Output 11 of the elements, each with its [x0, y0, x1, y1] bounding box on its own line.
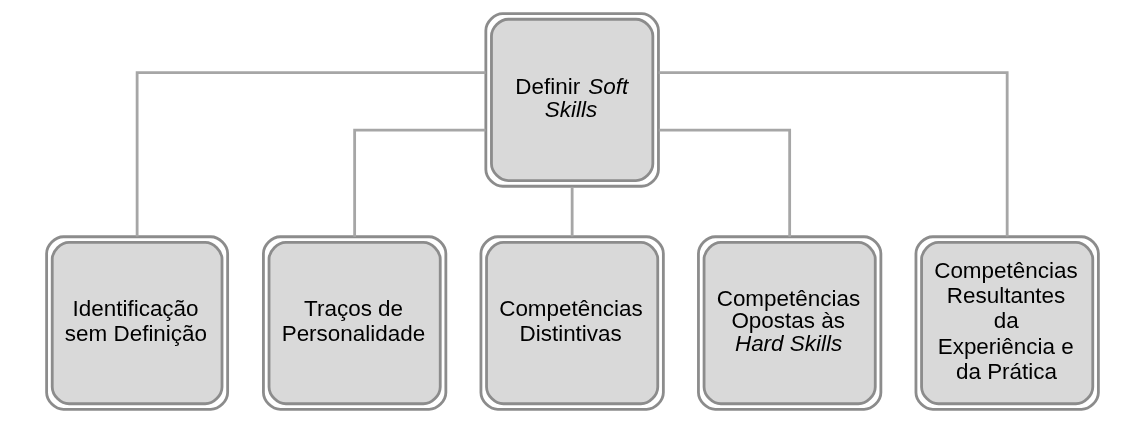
connector [352, 128, 486, 237]
connector [658, 128, 791, 237]
node-box: Definir Soft Skills [483, 12, 660, 188]
node-box: Identificação sem Definição [44, 235, 229, 411]
connector [570, 186, 574, 237]
connector [658, 71, 1009, 237]
node-box: Traços de Personalidade [261, 235, 447, 411]
connector [135, 71, 486, 237]
node-box: Competências Distintivas [479, 235, 665, 411]
node-box: Competências Resultantes da Experiência e da Prática [914, 235, 1100, 411]
node-box: Competências Opostas às Hard Skills [696, 235, 882, 411]
